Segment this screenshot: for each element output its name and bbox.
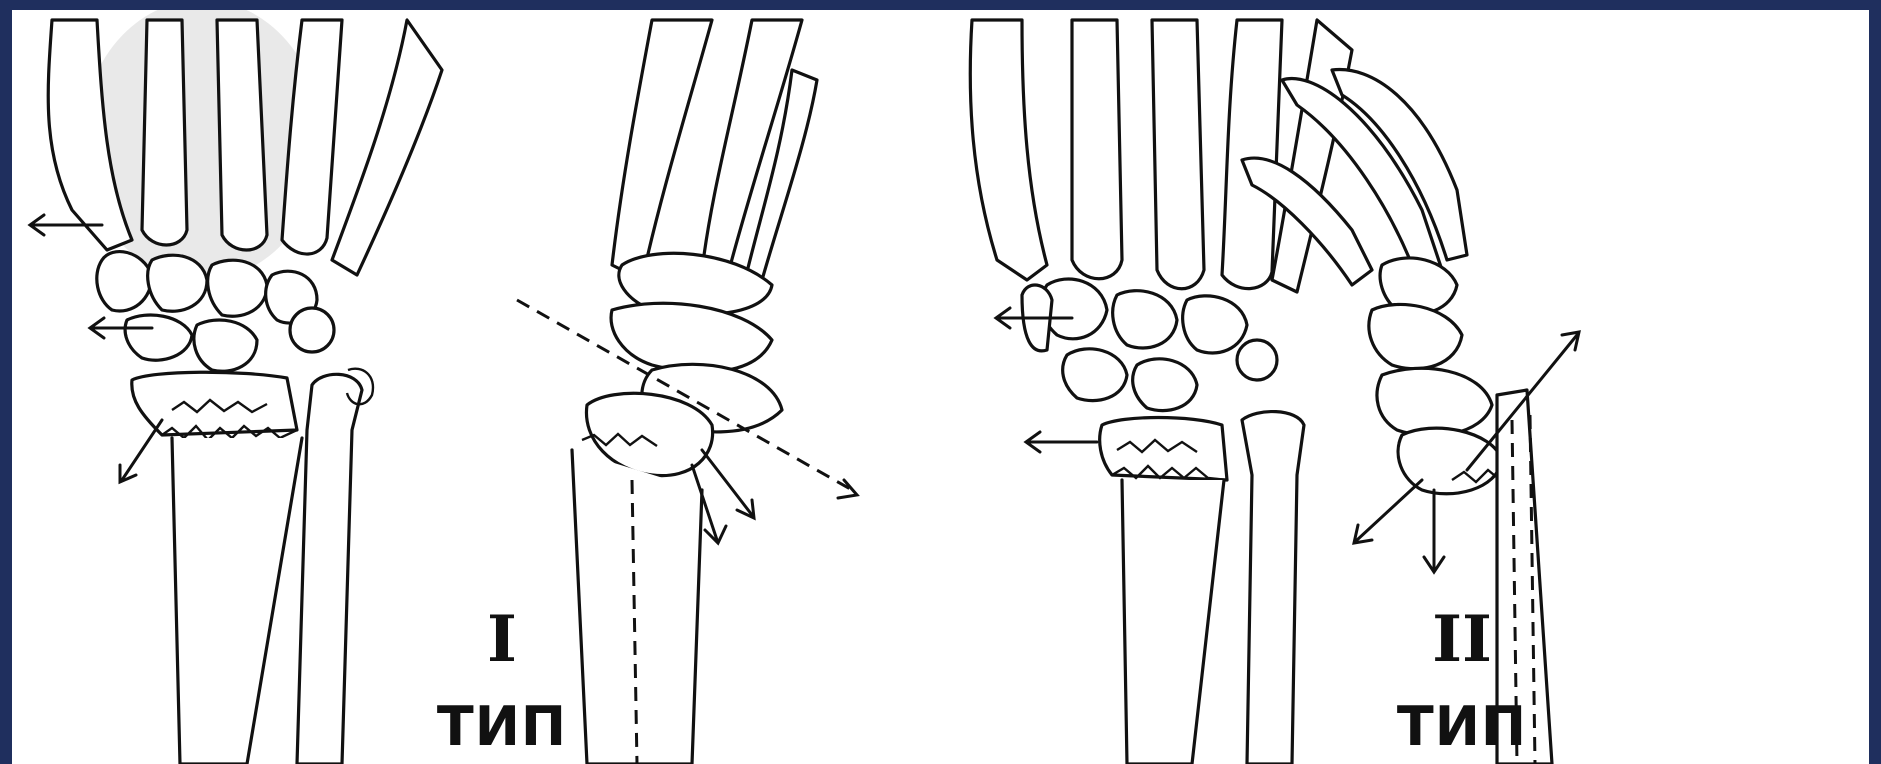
figure-numeral: I: [432, 608, 572, 672]
frontal-hand-drawing-1: [30, 10, 442, 764]
figure-canvas: I ТИП: [12, 10, 1869, 764]
fracture-type-2-panel: II ТИП: [952, 10, 1869, 764]
figure-caption: ТИП: [422, 700, 582, 754]
figure-numeral: II: [1392, 608, 1532, 672]
fracture-type-1-panel: I ТИП: [12, 10, 952, 764]
figure-caption: ТИП: [1382, 700, 1542, 754]
frontal-hand-drawing-2: [970, 20, 1352, 764]
